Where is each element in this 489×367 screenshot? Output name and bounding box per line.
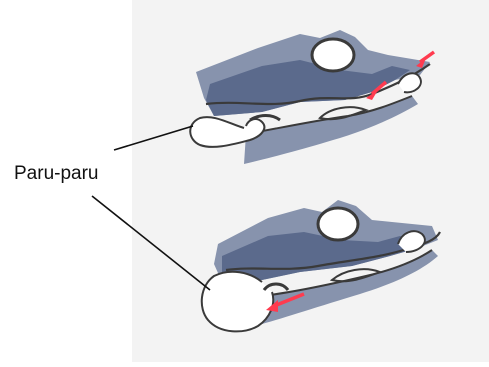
frog-eye-bottom	[318, 208, 358, 240]
frog-eye-top	[312, 39, 354, 71]
lung-label: Paru-paru	[14, 163, 99, 185]
